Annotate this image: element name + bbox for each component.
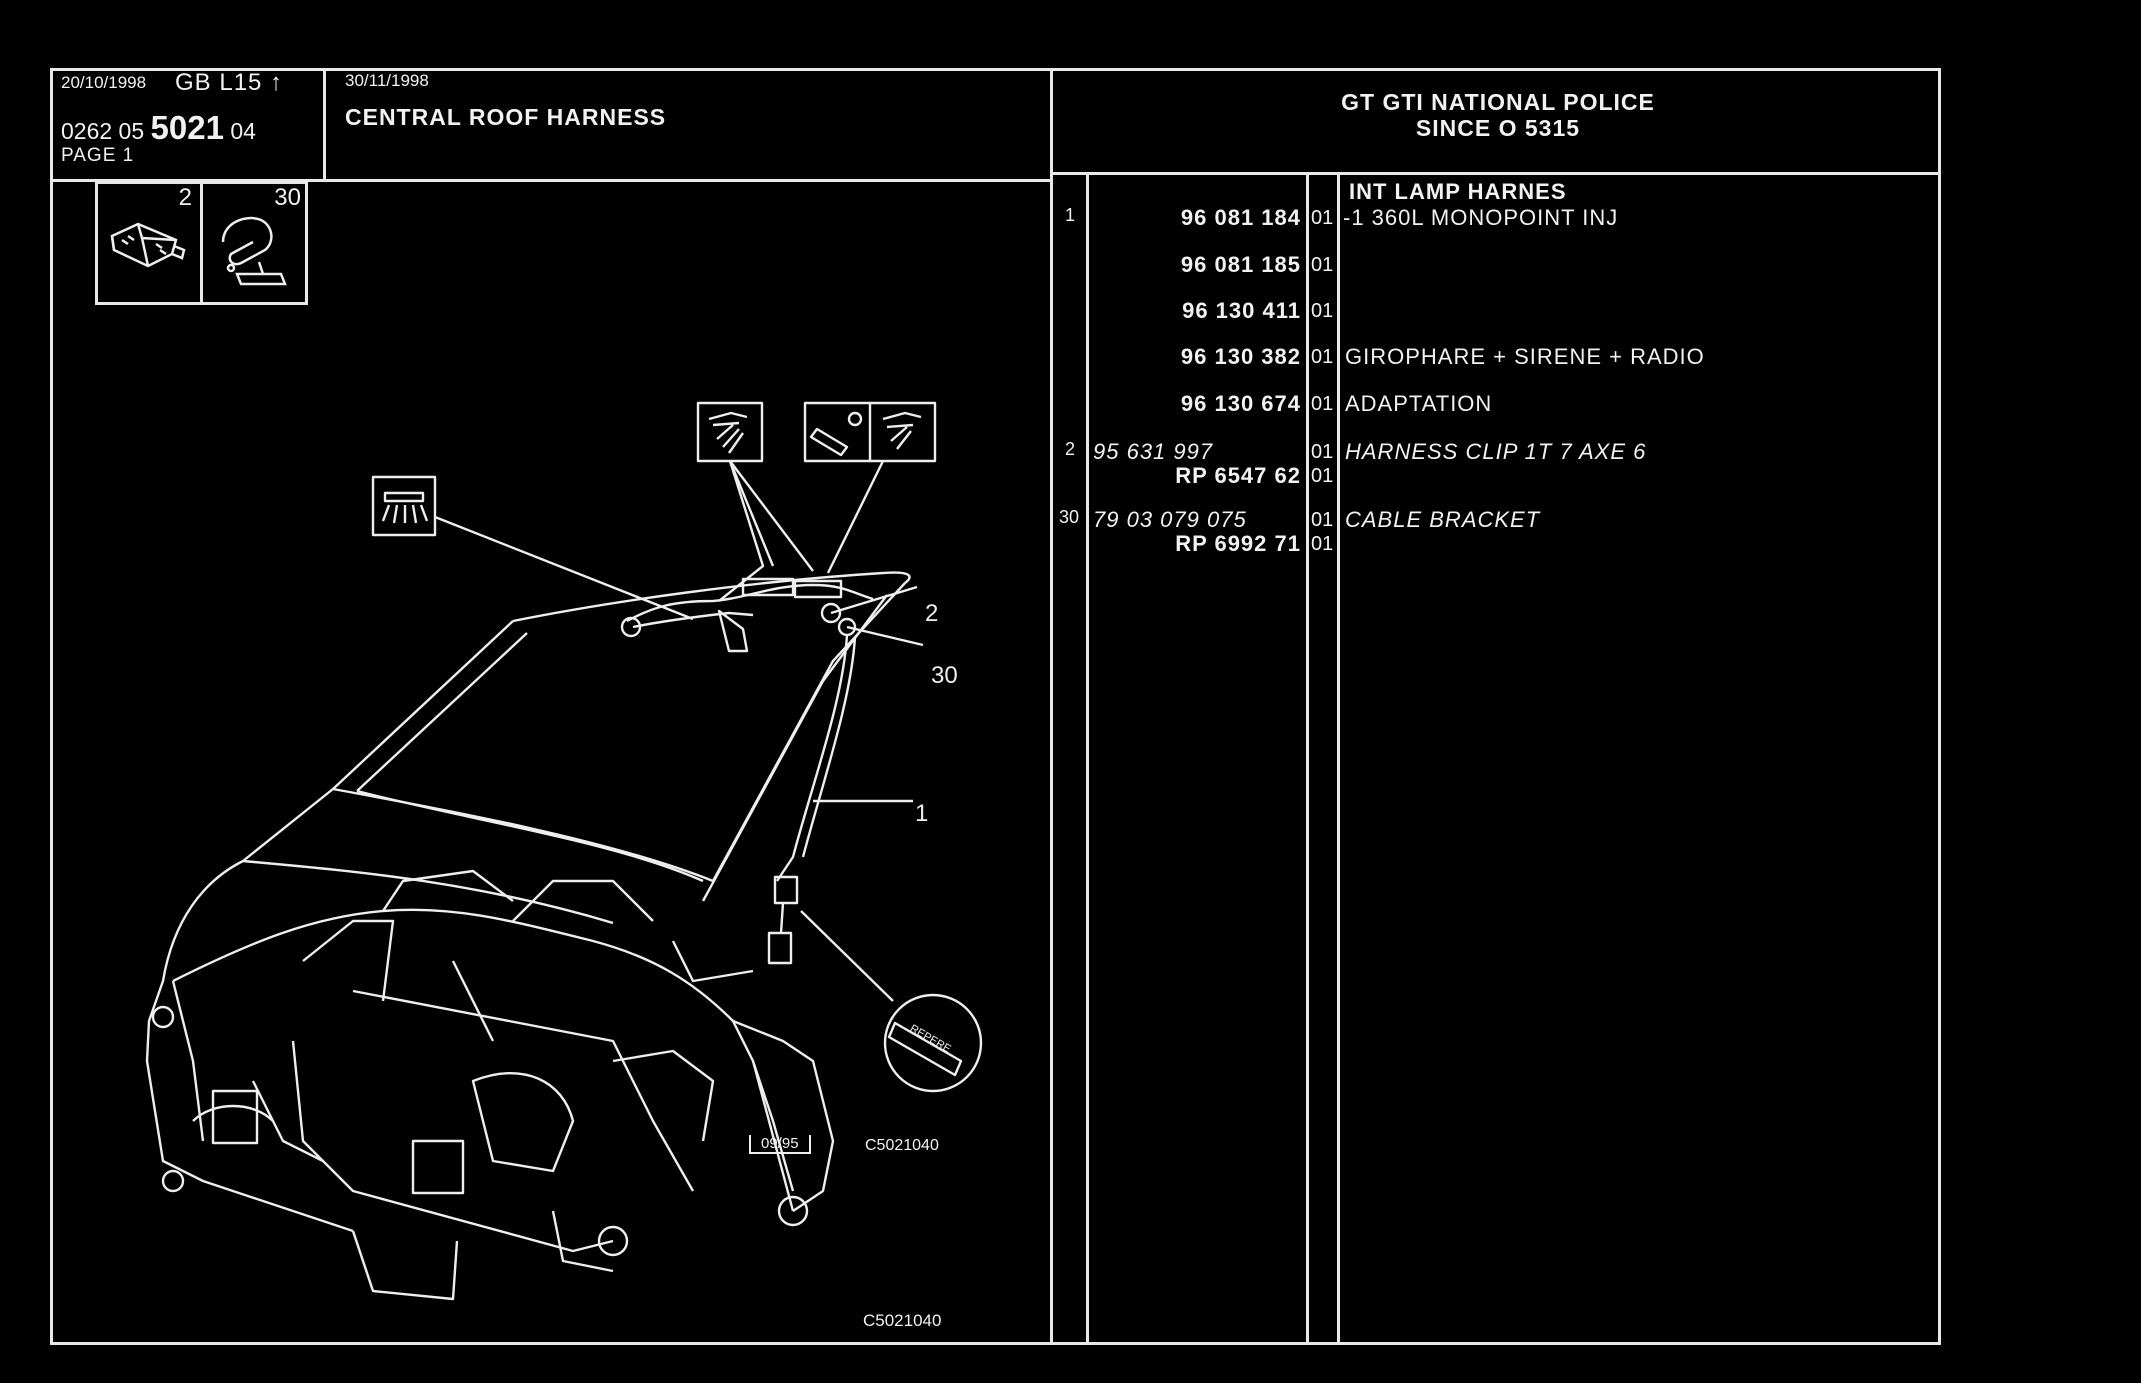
item-number: 1 xyxy=(1065,205,1076,225)
group-title: INT LAMP HARNES xyxy=(1349,179,1567,204)
replacement-part-number: RP 6547 62 xyxy=(1175,463,1301,488)
col-divider-part xyxy=(1306,172,1309,1342)
harness-clip-icon xyxy=(110,222,186,268)
part-number: 95 631 997 xyxy=(1093,439,1214,464)
quantity: 01 xyxy=(1311,441,1334,463)
replacement-part-number: RP 6992 71 xyxy=(1175,531,1301,556)
cable-bracket-icon xyxy=(221,216,287,286)
vehicle-roof-harness-diagram: 2 30 1 REPERE xyxy=(145,401,983,1301)
quantity: 01 xyxy=(1311,346,1334,368)
description: -1 360L MONOPOINT INJ xyxy=(1343,205,1619,230)
quantity: 01 xyxy=(1311,207,1334,229)
header-region-code: GB L15 ↑ xyxy=(175,69,284,96)
replacement-quantity: 01 xyxy=(1311,533,1334,555)
description: HARNESS CLIP 1T 7 AXE 6 xyxy=(1345,439,1647,464)
col-divider-item xyxy=(1086,172,1089,1342)
header-date-left: 20/10/1998 xyxy=(61,73,147,92)
legend-item-label: 30 xyxy=(274,184,301,211)
divider-header-bottom-left xyxy=(53,179,1051,182)
quantity: 01 xyxy=(1311,300,1334,322)
revision-stamp: 09/95 xyxy=(749,1135,811,1154)
description: CABLE BRACKET xyxy=(1345,507,1541,532)
item-number: 30 xyxy=(1059,507,1080,527)
header-reference: 0262 05 5021 04 xyxy=(61,109,256,147)
divider-header-left xyxy=(323,71,326,181)
description: GIROPHARE + SIRENE + RADIO xyxy=(1345,344,1705,369)
description: ADAPTATION xyxy=(1345,391,1493,416)
quantity: 01 xyxy=(1311,254,1334,276)
item-number: 2 xyxy=(1065,439,1076,459)
page-label: PAGE 1 xyxy=(61,145,135,166)
part-number: 96 130 411 xyxy=(1182,298,1301,323)
model-line-1: GT GTI NATIONAL POLICE xyxy=(1341,89,1655,115)
interior-lamp-icon xyxy=(371,475,437,537)
header-date-right: 30/11/1998 xyxy=(345,71,429,90)
legend-box-cable-bracket: 30 xyxy=(200,181,308,305)
callout-30: 30 xyxy=(931,662,958,689)
quantity: 01 xyxy=(1311,509,1334,531)
ref-suffix: 04 xyxy=(230,118,256,144)
page-title: CENTRAL ROOF HARNESS xyxy=(345,104,667,130)
replacement-quantity: 01 xyxy=(1311,465,1334,487)
legend-item-label: 2 xyxy=(178,184,192,211)
drawing-code-bottom: C5021040 xyxy=(863,1311,942,1330)
divider-header-bottom-right xyxy=(1051,172,1938,175)
quantity: 01 xyxy=(1311,393,1334,415)
part-number: 96 130 382 xyxy=(1180,344,1301,369)
catalog-page-frame: 20/10/1998 GB L15 ↑ 0262 05 5021 04 PAGE… xyxy=(50,68,1941,1345)
part-number: 79 03 079 075 xyxy=(1093,507,1247,532)
drawing-code-small: C5021040 xyxy=(865,1137,939,1154)
col-divider-qty xyxy=(1337,172,1340,1342)
model-line-2: SINCE O 5315 xyxy=(1415,115,1581,141)
revision-stamp-text: 09/95 xyxy=(761,1135,799,1152)
model-heading: GT GTI NATIONAL POLICE SINCE O 5315 xyxy=(1055,89,1941,141)
divider-left-right xyxy=(1050,71,1053,1342)
callout-1: 1 xyxy=(915,800,928,827)
part-number: 96 130 674 xyxy=(1180,391,1301,416)
ref-prefix: 0262 05 xyxy=(61,118,145,144)
callout-2: 2 xyxy=(925,600,938,627)
ref-main: 5021 xyxy=(150,109,224,146)
part-number: 96 081 185 xyxy=(1180,252,1301,277)
part-number: 96 081 184 xyxy=(1180,205,1301,230)
